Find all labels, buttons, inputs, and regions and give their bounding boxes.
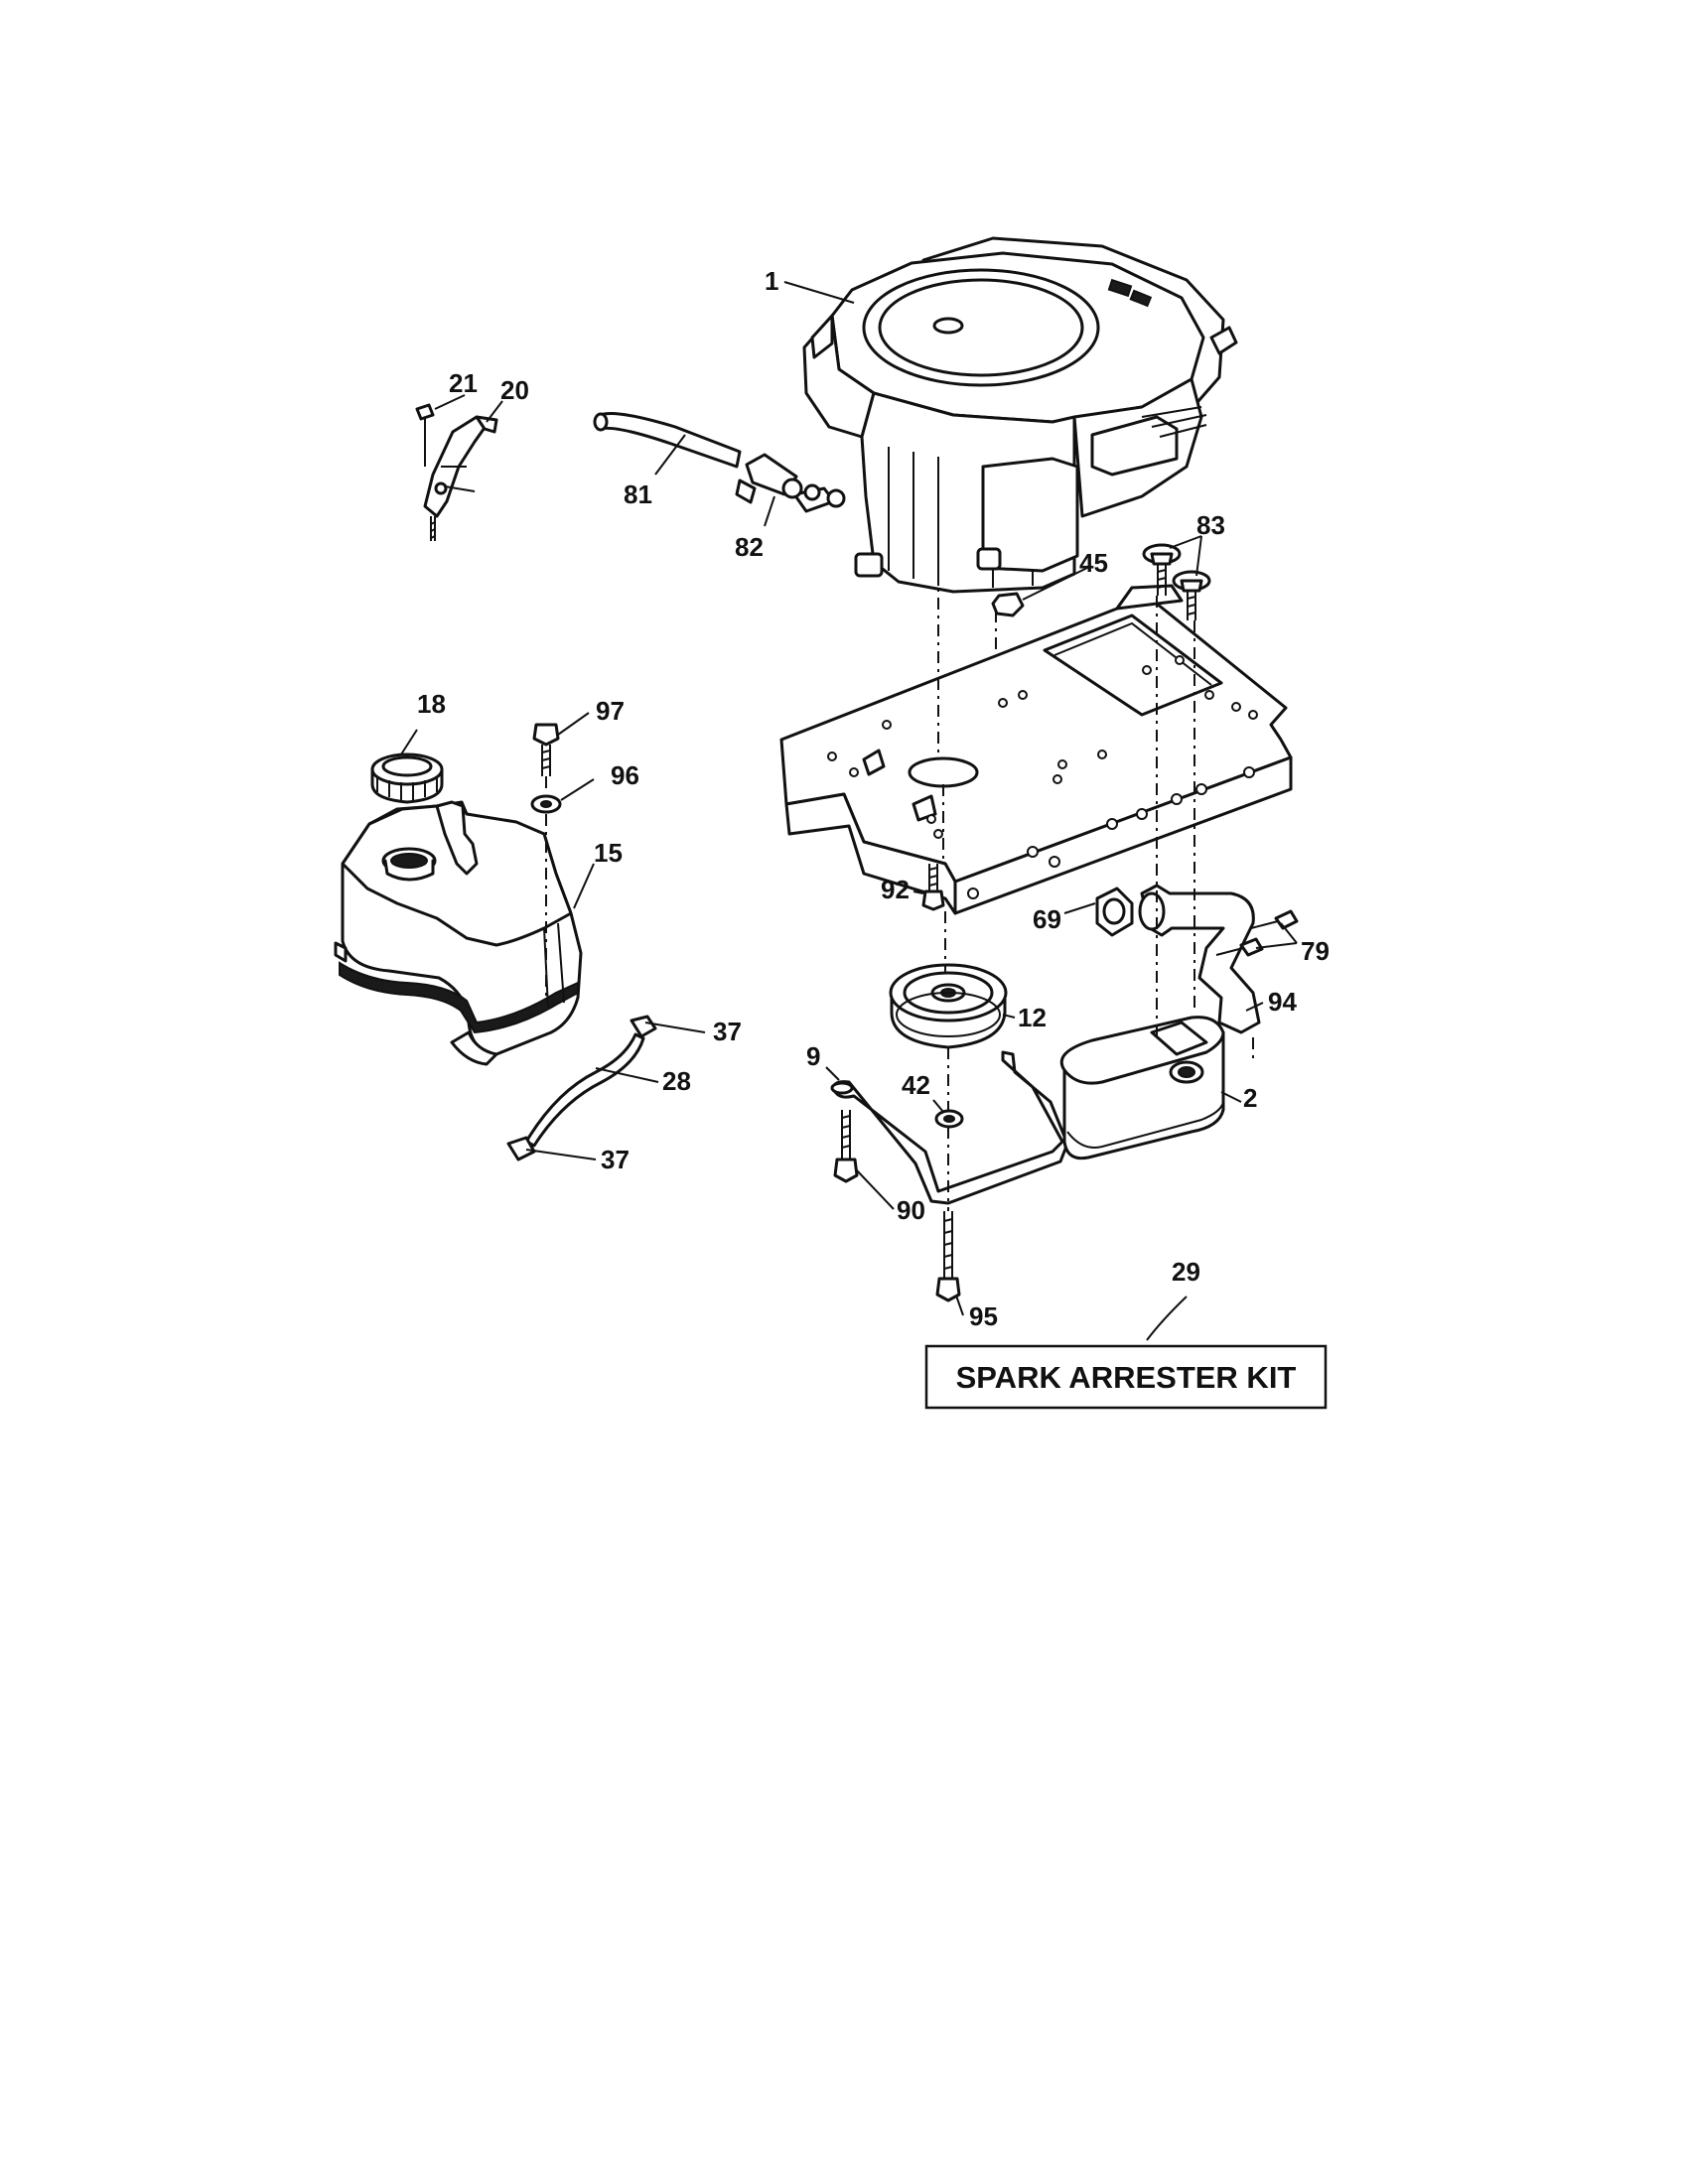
leader-lines — [400, 281, 1298, 1341]
hex-bolt-21 — [415, 403, 435, 467]
fuel-tank — [334, 800, 583, 1066]
callout-42: 42 — [902, 1070, 930, 1100]
hose-clamp-37-upper — [630, 1015, 657, 1038]
callout-28: 28 — [662, 1066, 691, 1096]
bolt-83-b — [1172, 570, 1211, 620]
engine — [792, 236, 1238, 594]
callout-90: 90 — [897, 1195, 925, 1225]
mounting-plate — [779, 584, 1293, 915]
callout-81: 81 — [624, 479, 652, 509]
callout-92: 92 — [881, 875, 910, 904]
callout-21: 21 — [449, 368, 478, 398]
callout-labels: 1 21 20 81 82 45 83 18 97 96 15 92 69 79… — [417, 266, 1330, 1331]
callout-37-upper: 37 — [713, 1017, 742, 1046]
callout-45: 45 — [1079, 548, 1108, 578]
callout-15: 15 — [594, 838, 623, 868]
bolt-97 — [532, 723, 560, 776]
callout-2: 2 — [1243, 1083, 1257, 1113]
callout-82: 82 — [735, 532, 764, 562]
callout-20: 20 — [500, 375, 529, 405]
muffler — [1059, 1016, 1225, 1160]
callout-12: 12 — [1018, 1003, 1047, 1032]
callout-1: 1 — [765, 266, 778, 296]
callout-97: 97 — [596, 696, 625, 726]
callout-69: 69 — [1033, 904, 1061, 934]
exhaust-pipe — [1138, 884, 1261, 1034]
callout-95: 95 — [969, 1301, 998, 1331]
nut-45 — [991, 592, 1025, 617]
callout-18: 18 — [417, 689, 446, 719]
washer-96 — [530, 794, 562, 814]
bolt-90 — [833, 1110, 859, 1183]
callout-83: 83 — [1196, 510, 1225, 540]
fuel-hose — [593, 412, 742, 469]
callout-29: 29 — [1172, 1257, 1200, 1287]
bolt-92 — [921, 864, 945, 911]
screw-79-a — [1250, 909, 1299, 930]
throttle-control — [423, 415, 498, 541]
fuel-line — [524, 1032, 645, 1148]
washer-42 — [934, 1109, 964, 1129]
belt-guide — [830, 1050, 1069, 1205]
fuel-filter — [735, 453, 821, 504]
exhaust-gasket — [1095, 887, 1134, 937]
bolt-95 — [935, 1211, 961, 1302]
callout-37-lower: 37 — [601, 1145, 630, 1174]
fuel-cap — [370, 752, 444, 804]
callout-94: 94 — [1268, 987, 1297, 1017]
screw-79-b — [1215, 937, 1264, 957]
bolt-83-a — [1142, 543, 1182, 596]
spark-arrester-kit-box: SPARK ARRESTER KIT — [924, 1344, 1328, 1410]
callout-79: 79 — [1301, 936, 1330, 966]
spark-arrester-kit-label: SPARK ARRESTER KIT — [956, 1360, 1297, 1395]
callout-9: 9 — [806, 1041, 820, 1071]
callout-96: 96 — [611, 760, 639, 790]
engine-pulley — [889, 963, 1008, 1049]
alignment-lines — [545, 571, 1254, 1211]
